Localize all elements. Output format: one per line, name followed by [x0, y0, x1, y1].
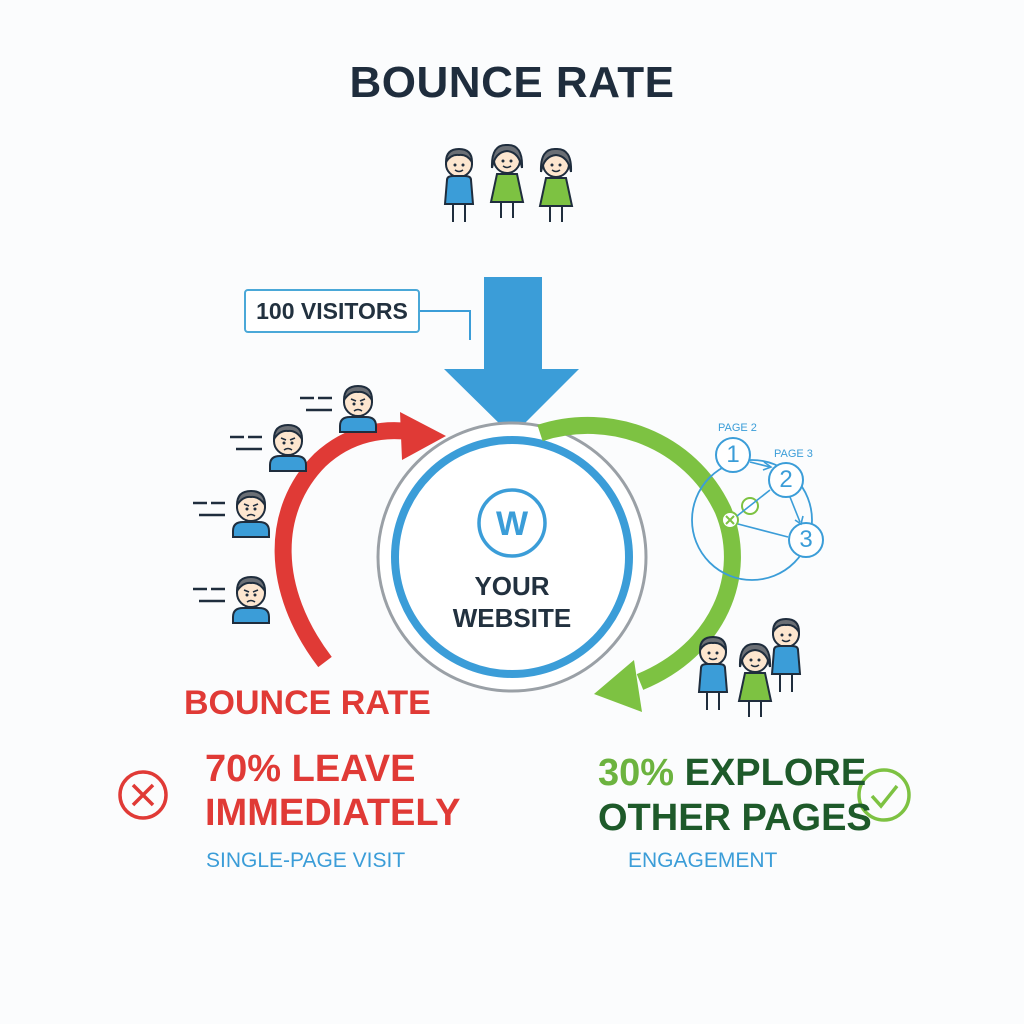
bounce-arc — [274, 422, 414, 668]
leaving-visitors-group — [193, 385, 377, 624]
engagement-arc — [537, 416, 741, 690]
explore-line1-rest: EXPLORE — [674, 752, 867, 794]
website-label-line2: WEBSITE — [452, 603, 572, 633]
explore-stat-line1: 30% EXPLORE — [598, 752, 866, 795]
page-node-1-number: 1 — [726, 441, 740, 468]
check-circle-icon — [857, 768, 911, 822]
person-icon — [771, 618, 801, 693]
website-label: YOUR WEBSITE — [420, 570, 604, 634]
bounce-arrowhead — [400, 412, 446, 460]
motion-lines — [193, 396, 332, 603]
person-icon — [698, 636, 728, 711]
page-node-icon — [715, 437, 751, 473]
explore-percent: 30% — [598, 752, 675, 794]
website-label-line1: YOUR — [474, 571, 550, 601]
sad-person-icon — [232, 490, 270, 538]
page-title: BOUNCE RATE — [349, 58, 675, 107]
engagement-arrowhead — [594, 660, 642, 712]
website-logo-icon — [477, 488, 547, 558]
visitors-count-label: 100 VISITORS — [256, 297, 408, 324]
top-visitors-group — [444, 143, 573, 223]
network-ring — [691, 459, 813, 581]
person-icon — [738, 642, 772, 718]
sad-person-icon — [232, 576, 270, 624]
bounce-subtitle: SINGLE-PAGE VISIT — [206, 849, 406, 872]
page3-label: PAGE 3 — [774, 448, 813, 460]
person-icon — [444, 148, 474, 223]
explore-subtitle: ENGAGEMENT — [628, 849, 778, 872]
page-node-icon — [768, 462, 804, 498]
page-network — [691, 437, 824, 581]
bounce-stat-line2: IMMEDIATELY — [205, 792, 461, 834]
person-icon — [539, 147, 573, 223]
page2-label: PAGE 2 — [718, 422, 757, 434]
sad-person-icon — [339, 385, 377, 433]
cross-circle-icon — [118, 770, 168, 820]
person-icon — [490, 143, 524, 219]
sad-person-icon — [269, 424, 307, 472]
bounce-stat-line1: 70% LEAVE — [205, 748, 416, 790]
website-logo-letter: W — [495, 505, 529, 543]
connector-line — [420, 310, 471, 340]
page-node-2-number: 2 — [779, 466, 793, 493]
arrow-down-icon — [444, 277, 579, 436]
explore-stat-line2: OTHER PAGES — [598, 797, 872, 839]
bounce-rate-label: BOUNCE RATE — [184, 684, 431, 722]
page-node-icon — [788, 522, 824, 558]
page-node-3-number: 3 — [799, 526, 813, 553]
visitors-count-box: 100 VISITORS — [244, 289, 420, 333]
